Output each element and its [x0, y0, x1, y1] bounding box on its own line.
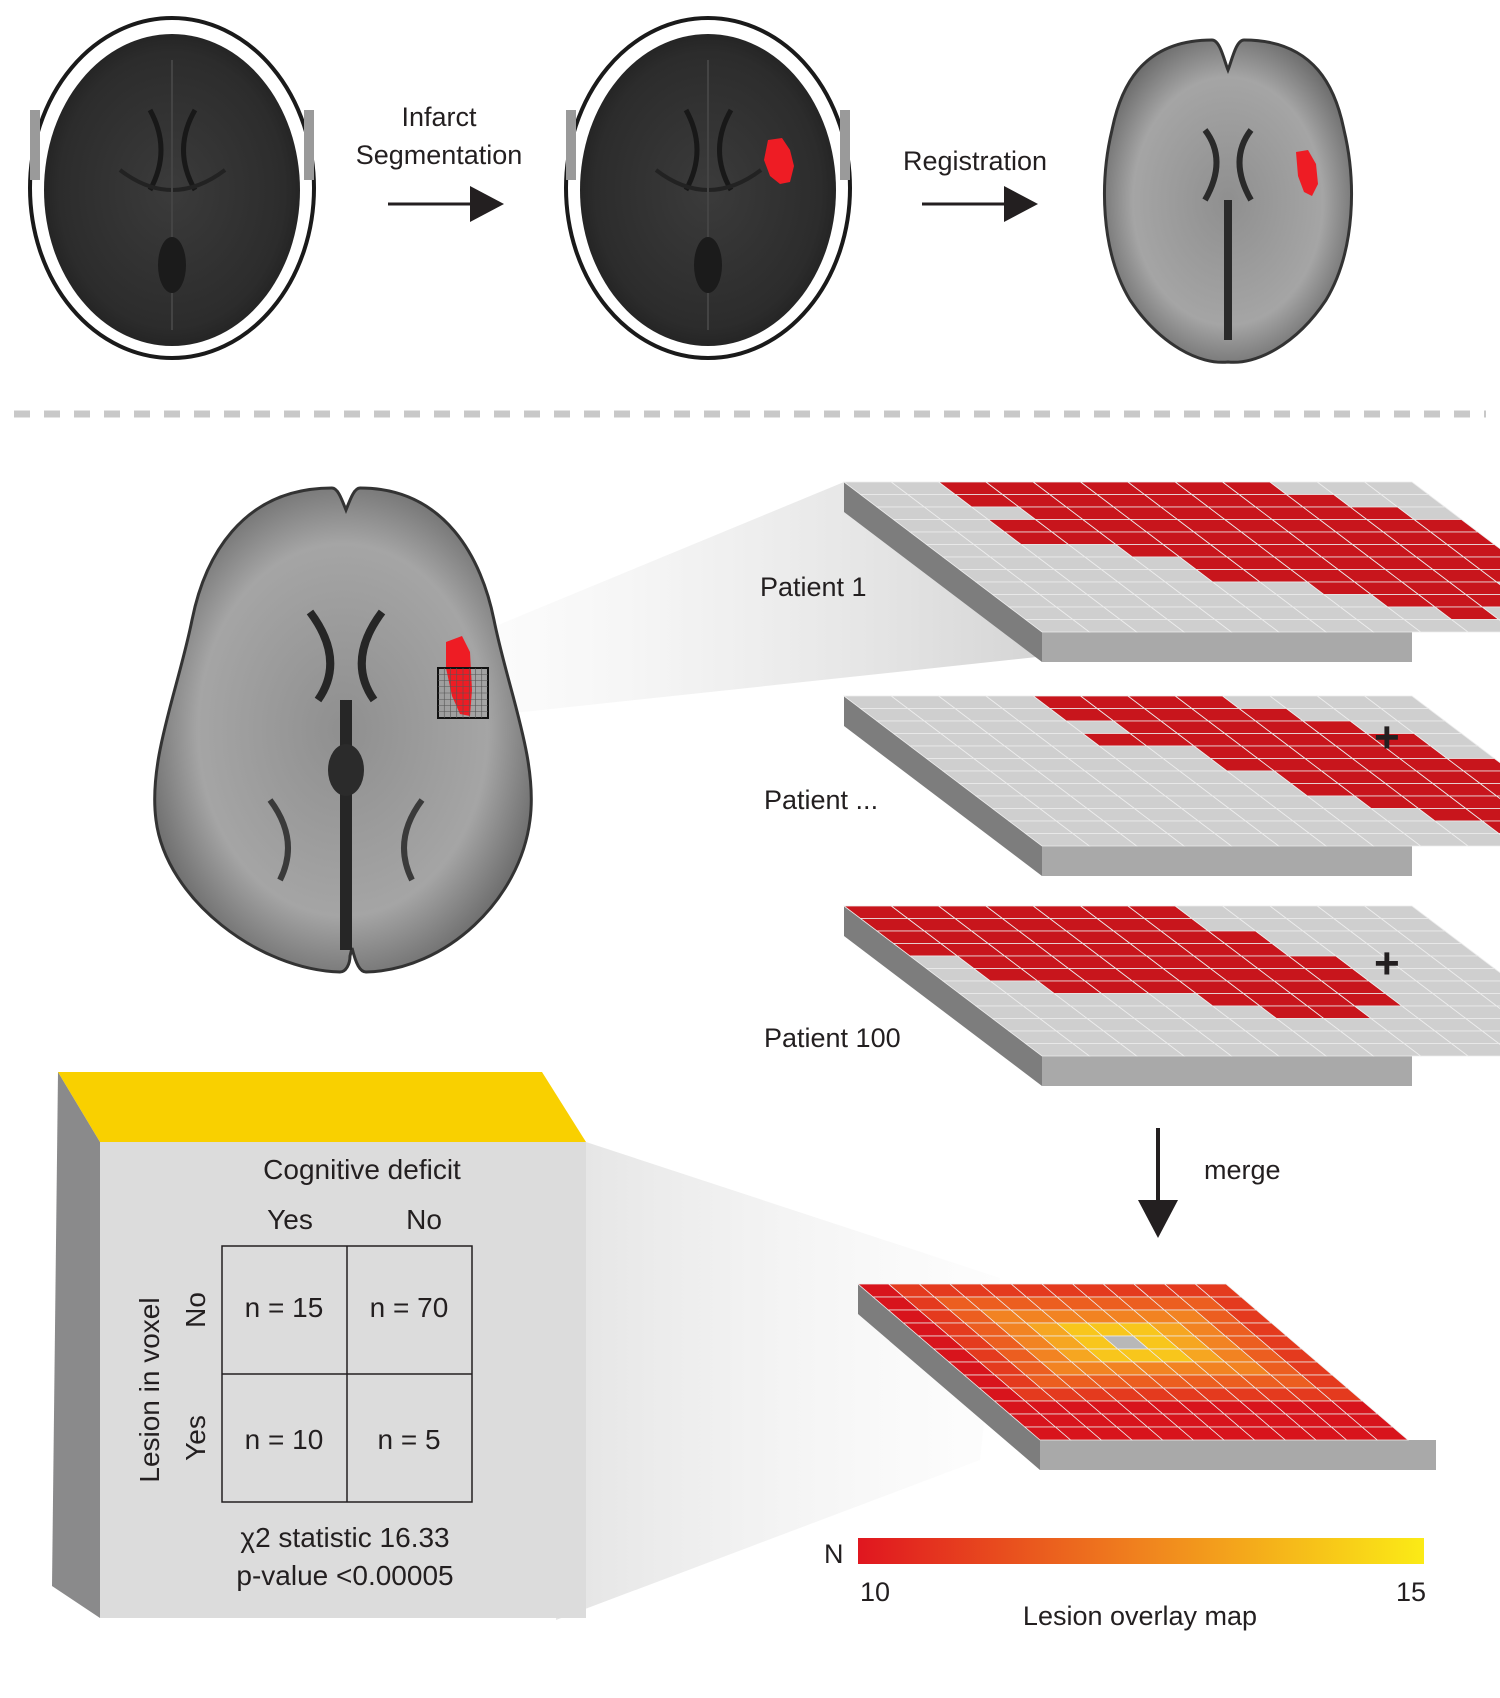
patient-100-label: Patient 100	[764, 1023, 901, 1053]
mri-lesion	[446, 636, 472, 716]
merge-label: merge	[1204, 1155, 1281, 1185]
ct-scan-original	[28, 16, 316, 360]
voxel-cell	[1478, 993, 1500, 1007]
step1-label-line1: Infarct	[401, 102, 477, 132]
voxel-cell	[1450, 619, 1500, 633]
arrow-registration	[922, 186, 1038, 222]
voxel-cell	[1478, 783, 1500, 797]
voxel-cell	[1462, 556, 1500, 570]
voxel-cell	[1445, 968, 1500, 982]
cell-no-yes: n = 15	[244, 1292, 324, 1323]
plus-sign-2: +	[1374, 939, 1400, 988]
colorbar-gradient	[858, 1538, 1424, 1564]
chi2-statistic: χ2 statistic 16.33	[240, 1522, 450, 1553]
voxel-cell	[1445, 758, 1500, 772]
patient-100-lesion-slab	[842, 905, 1500, 1086]
contingency-col-title: Cognitive deficit	[263, 1154, 461, 1185]
patient-1-label: Patient 1	[760, 572, 867, 602]
step1-label-line2: Segmentation	[355, 140, 523, 170]
voxel-cell	[1462, 980, 1500, 994]
plus-sign-1: +	[1374, 713, 1400, 762]
voxel-cell	[1481, 820, 1500, 834]
beam-to-overlay	[556, 1142, 1000, 1620]
merge-arrow	[1138, 1128, 1178, 1238]
ct-scan-segmented	[564, 16, 852, 360]
colorbar-max-label: 15	[1396, 1577, 1427, 1607]
voxel-grid-box	[437, 667, 489, 719]
cell-yes-yes: n = 10	[244, 1424, 324, 1455]
colorbar-min-label: 10	[860, 1577, 891, 1607]
step2-label: Registration	[902, 146, 1048, 176]
voxel-cell	[1481, 606, 1500, 620]
voxel-cell	[1448, 1005, 1500, 1019]
voxel-cell	[1361, 1426, 1410, 1441]
registered-lesion	[1296, 150, 1318, 196]
patient-1-lesion-slab	[842, 481, 1500, 662]
voxel-cell	[1495, 795, 1500, 800]
voxel-cell	[1464, 594, 1500, 608]
colorbar-symbol: N	[824, 1539, 844, 1569]
voxel-cell	[1464, 1018, 1500, 1032]
voxel-cell	[1462, 770, 1500, 784]
voxel-cell	[1445, 544, 1500, 558]
voxel-cell	[1481, 1030, 1500, 1044]
contingency-col-yes: Yes	[267, 1204, 313, 1235]
contingency-row-yes: Yes	[180, 1415, 211, 1461]
voxel-cell	[1450, 1043, 1500, 1057]
voxel-cell	[1464, 808, 1500, 822]
voxel-cell	[1495, 581, 1500, 586]
contingency-grid	[221, 1245, 473, 1503]
contingency-row-no: No	[180, 1292, 211, 1328]
contingency-col-no: No	[406, 1204, 442, 1235]
infarct-segmentation-mask	[764, 138, 794, 184]
voxel-cell	[1495, 1005, 1500, 1010]
contingency-panel	[52, 1072, 586, 1618]
voxel-cell	[1478, 569, 1500, 583]
registered-mri-large	[153, 486, 533, 974]
cell-yes-no: n = 5	[377, 1424, 441, 1455]
voxel-cell	[1450, 833, 1500, 847]
voxel-cell	[1448, 581, 1500, 595]
patient-mid-lesion-slab	[842, 695, 1500, 876]
lesion-overlay-slab	[856, 1283, 1436, 1470]
patient-mid-label: Patient ...	[764, 785, 879, 815]
registered-mri-small	[1103, 38, 1353, 364]
contingency-row-title: Lesion in voxel	[134, 1297, 165, 1483]
colorbar-title: Lesion overlay map	[1022, 1601, 1258, 1631]
arrow-segmentation	[388, 186, 504, 222]
voxel-cell	[1448, 795, 1500, 809]
p-value: p-value <0.00005	[236, 1560, 454, 1591]
cell-no-no: n = 70	[369, 1292, 449, 1323]
